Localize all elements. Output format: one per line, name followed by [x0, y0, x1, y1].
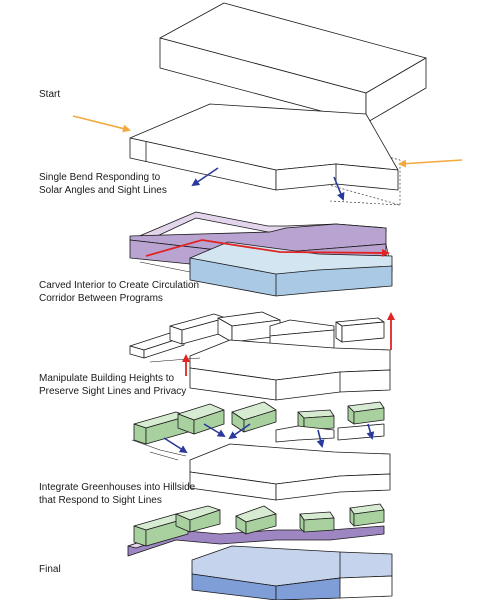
step-label-final: Final [39, 564, 61, 577]
step-label-carved-interior-line-1: Carved Interior to Create Circulation [39, 280, 200, 291]
sight-arrow-gh-2 [203, 423, 226, 438]
sight-arrow-gh-1 [163, 437, 188, 454]
step-label-building-heights-line-1: Manipulate Building Heights to [39, 373, 175, 384]
start-block [159, 2, 427, 124]
step-label-start: Start [39, 89, 60, 102]
step-label-building-heights: Manipulate Building Heights to Preserve … [39, 373, 186, 398]
sight-arrow-bend-1 [191, 167, 219, 187]
step-label-greenhouses-line-1: Integrate Greenhouses into Hillside [39, 482, 196, 493]
sight-arrow-bend-2 [333, 176, 345, 201]
solar-arrow-left [72, 115, 131, 133]
circulation-arrow [145, 239, 390, 257]
step-label-carved-interior-line-2: Corridor Between Programs [39, 292, 163, 304]
sight-arrow-gh-4 [316, 429, 325, 448]
heights-blocks [129, 311, 391, 401]
step-label-greenhouses: Integrate Greenhouses into Hillside that… [39, 482, 195, 507]
solar-arrow-right [398, 159, 463, 168]
step-label-greenhouses-line-2: that Respond to Sight Lines [39, 494, 162, 506]
final-blocks [127, 503, 393, 600]
step-label-single-bend: Single Bend Responding to Solar Angles a… [39, 172, 167, 197]
step-label-carved-interior: Carved Interior to Create Circulation Co… [39, 280, 199, 305]
sight-arrow-gh-3 [228, 423, 251, 440]
greenhouse-blocks [131, 401, 391, 501]
step-label-building-heights-line-2: Preserve Sight Lines and Privacy [39, 385, 187, 397]
bend-block [129, 103, 401, 206]
step-label-single-bend-line-2: Solar Angles and Sight Lines [39, 184, 167, 196]
step-label-start-line-1: Start [39, 89, 61, 100]
carved-blocks [129, 211, 393, 297]
step-label-final-line-1: Final [39, 564, 61, 575]
step-label-single-bend-line-1: Single Bend Responding to [39, 172, 161, 183]
sight-arrow-gh-5 [366, 423, 375, 440]
